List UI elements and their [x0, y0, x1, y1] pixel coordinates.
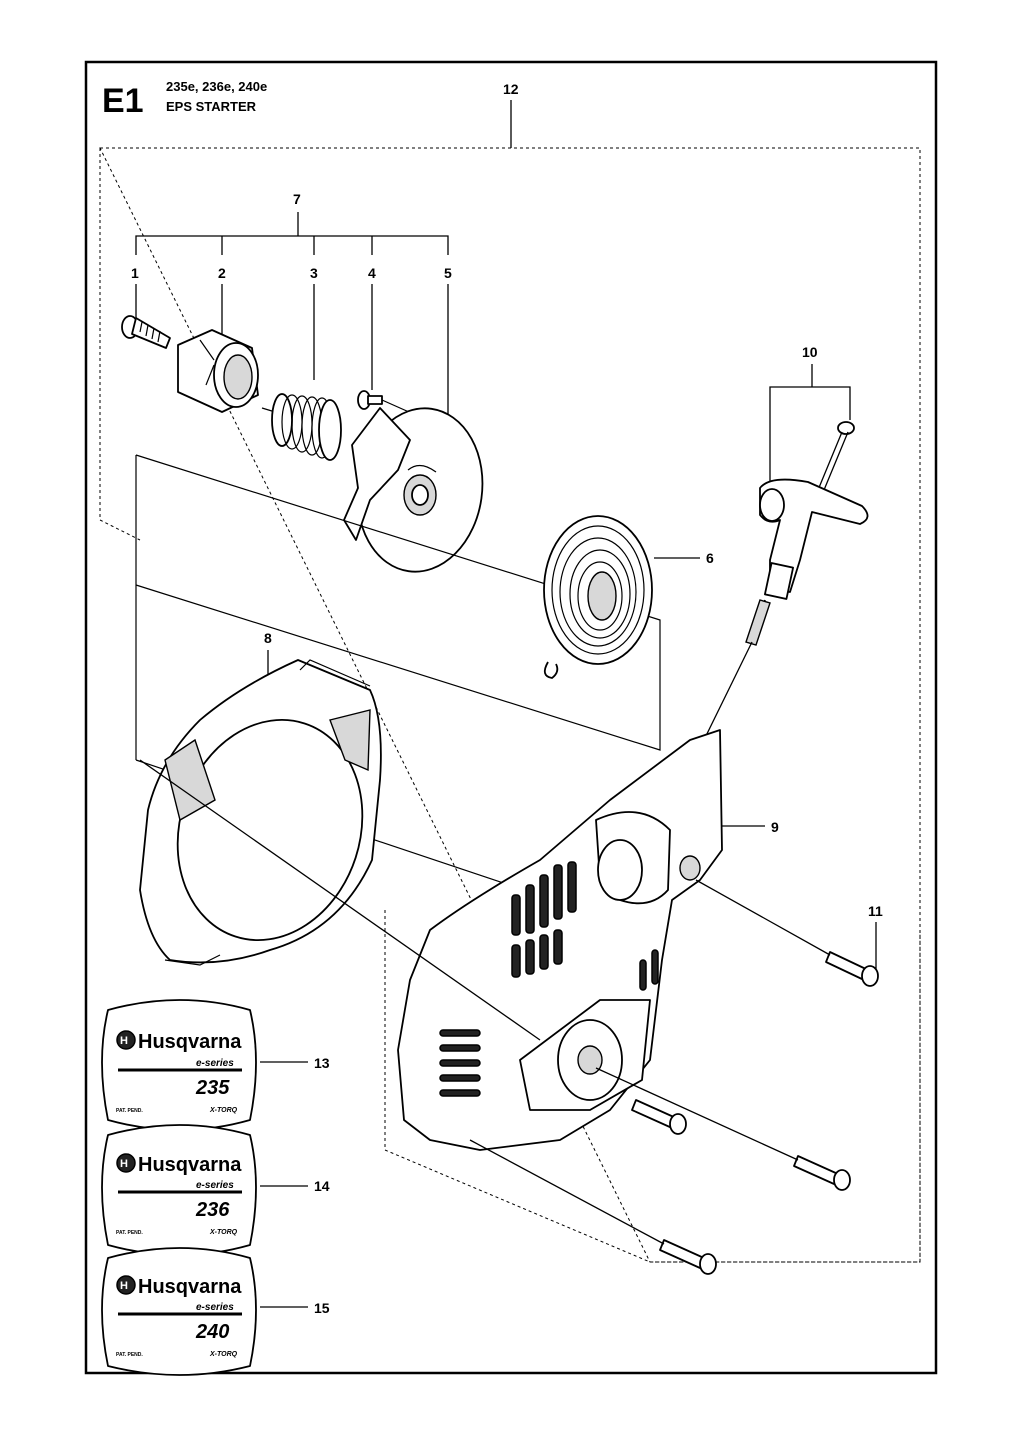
- section-title: EPS STARTER: [166, 99, 257, 114]
- svg-text:H: H: [120, 1158, 128, 1170]
- model-list: 235e, 236e, 240e: [166, 79, 267, 94]
- decal-right-note: X-TORQ: [209, 1107, 238, 1114]
- callout-3: 3: [310, 265, 318, 281]
- husqvarna-logo-icon: H: [116, 1275, 136, 1295]
- bracket-10: [769, 386, 851, 405]
- husqvarna-logo-icon: H: [116, 1030, 136, 1050]
- callout-10: 10: [802, 344, 818, 360]
- section-code: E1: [102, 82, 144, 120]
- callout-5: 5: [444, 265, 452, 281]
- svg-text:H: H: [120, 1280, 128, 1292]
- husqvarna-logo-icon: H: [116, 1153, 136, 1173]
- pulley-icon: [343, 399, 484, 573]
- decal-235: H Husqvarna e-series 235 PAT. PEND. X-TO…: [101, 999, 257, 1131]
- decal-right-note: X-TORQ: [209, 1351, 238, 1358]
- page-frame: [84, 60, 938, 1375]
- callout-12: 12: [503, 81, 519, 97]
- screw-icon: [659, 1239, 717, 1275]
- kit-boundary-12-left: [99, 148, 141, 541]
- bracket-7: [135, 235, 449, 255]
- decal-series: e-series: [196, 1058, 234, 1069]
- callout-11: 11: [868, 903, 883, 919]
- decal-brand: Husqvarna: [138, 1031, 242, 1053]
- callout-2: 2: [218, 265, 226, 281]
- spring-icon: [261, 393, 342, 461]
- callout-8: 8: [264, 630, 272, 646]
- housing-vents: [439, 861, 659, 1097]
- decal-brand: Husqvarna: [138, 1276, 242, 1298]
- decal-model: 235: [195, 1077, 230, 1099]
- starter-housing-icon: [397, 729, 723, 1151]
- callout-9: 9: [771, 819, 779, 835]
- spring-box: [135, 454, 661, 751]
- screw-icon: [825, 951, 879, 987]
- callout-15: 15: [314, 1300, 330, 1316]
- pulley-icon: [177, 329, 259, 413]
- decal-series: e-series: [196, 1180, 234, 1191]
- svg-text:H: H: [120, 1035, 128, 1047]
- callout-13: 13: [314, 1055, 330, 1071]
- decal-236: H Husqvarna e-series 236 PAT. PEND. X-TO…: [101, 1124, 257, 1256]
- callout-14: 14: [314, 1178, 330, 1194]
- callout-4: 4: [368, 265, 376, 281]
- screw-icon: [357, 390, 383, 410]
- decal-right-note: X-TORQ: [209, 1229, 238, 1236]
- callout-6: 6: [706, 550, 714, 566]
- decal-model: 236: [195, 1199, 230, 1221]
- screw-icon: [793, 1155, 851, 1191]
- decal-brand: Husqvarna: [138, 1154, 242, 1176]
- fan-cover-icon: [139, 659, 382, 966]
- starter-handle-icon: [649, 421, 869, 851]
- screw-icon: [121, 315, 171, 349]
- callout-7: 7: [293, 191, 301, 207]
- decal-model: 240: [195, 1321, 229, 1343]
- decal-series: e-series: [196, 1302, 234, 1313]
- decal-left-note: PAT. PEND.: [116, 1108, 143, 1114]
- decal-240: H Husqvarna e-series 240 PAT. PEND. X-TO…: [101, 1247, 257, 1376]
- decal-left-note: PAT. PEND.: [116, 1230, 143, 1236]
- callout-1: 1: [131, 265, 139, 281]
- decal-left-note: PAT. PEND.: [116, 1352, 143, 1358]
- screw-icon: [631, 1099, 687, 1135]
- housing-boundary: [384, 910, 921, 1263]
- spring-icon: [543, 515, 653, 679]
